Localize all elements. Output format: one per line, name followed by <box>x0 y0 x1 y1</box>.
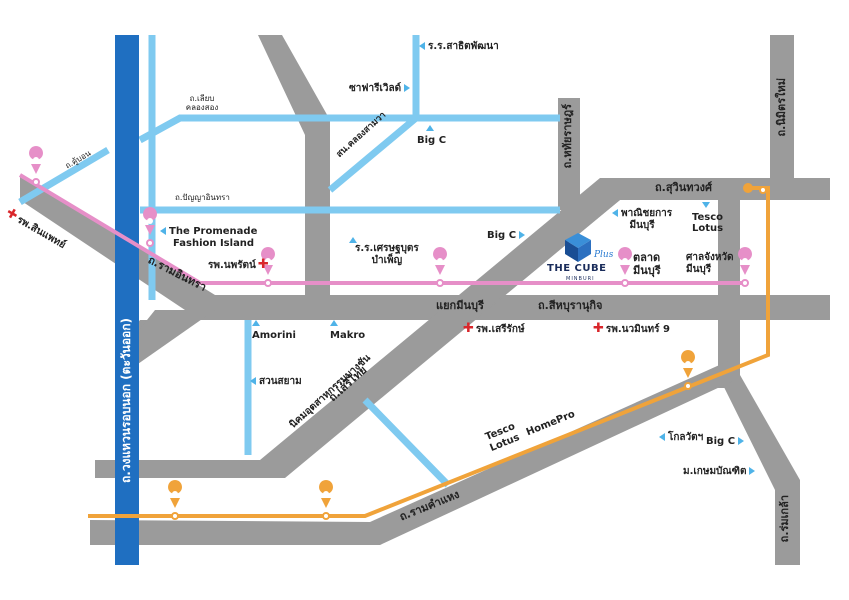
logo-plus: Plus <box>594 250 614 260</box>
pin-icon <box>319 480 334 508</box>
pin-icon <box>681 350 696 378</box>
station-terminus-icon <box>743 183 753 193</box>
logo-sub: MINBURI <box>566 276 595 282</box>
hospital-icon: ✚ <box>257 257 269 272</box>
place-global-house: โกลวัตฯ <box>659 432 703 444</box>
pin-icon <box>433 247 448 275</box>
road-chueam <box>138 114 560 144</box>
marker-icon <box>160 227 166 235</box>
road-label-chueam: ถ.เลียบ คลองสอง <box>185 94 219 113</box>
road-label-romklao: ถ.ร่มเกล้า <box>778 495 791 543</box>
marker-icon <box>659 433 665 441</box>
marker-icon <box>612 209 618 217</box>
road-romklao <box>718 375 800 565</box>
pin-icon <box>29 146 44 174</box>
the-cube-logo-icon <box>565 233 591 262</box>
road-label-sihaburanukit: ถ.สีหบุรานุกิจ <box>538 299 603 312</box>
orange-transit-line <box>88 186 770 520</box>
marker-icon <box>330 320 338 326</box>
place-hospital-nawamin: ✚รพ.นวมินทร์ 9 <box>593 321 670 336</box>
place-big-c-2: Big C <box>487 230 526 242</box>
marker-icon <box>252 320 260 326</box>
road-label-suwinthawong: ถ.สุวินทวงศ์ <box>655 181 713 194</box>
road-hathairat-upper <box>258 35 330 295</box>
pin-icon <box>143 207 158 235</box>
place-kasem-bundit: ม.เกษมบัณฑิต <box>683 466 756 478</box>
place-big-c-3: Big C <box>706 436 745 448</box>
place-suan-siam: สวนสยาม <box>250 376 302 388</box>
marker-icon <box>519 231 526 239</box>
road-label-nimitmai: ถ.นิมิตรใหม่ <box>775 78 788 137</box>
place-amorini: Amorini <box>252 318 296 341</box>
place-safari-world: ซาฟารีเวิลด์ <box>349 83 411 95</box>
hospital-icon: ✚ <box>463 321 474 336</box>
road-serithai-link <box>362 397 451 488</box>
road-ramkhamhaeng <box>90 358 735 545</box>
road-label-minburi-junction: แยกมีนบุรี <box>436 299 484 312</box>
marker-icon <box>749 467 756 475</box>
place-market-minburi: ตลาดมีนบุรี <box>633 251 661 277</box>
pin-icon <box>261 247 276 275</box>
road-label-expressway: ถ.วงแหวนรอบนอก (ตะวันออก) <box>119 318 133 483</box>
marker-icon <box>404 84 411 92</box>
logo-name: THE CUBE <box>547 263 607 274</box>
pin-icon <box>738 247 753 275</box>
marker-icon <box>738 437 745 445</box>
marker-icon <box>702 202 711 208</box>
orange-station-pins <box>168 183 753 508</box>
road-kubon <box>18 146 110 206</box>
hospital-icon: ✚ <box>593 321 604 336</box>
place-makro: Makro <box>330 318 365 341</box>
pin-icon <box>618 247 633 275</box>
expressway-outer-ring <box>115 35 139 565</box>
place-hospital-nopparat: รพ.นพรัตน์✚ <box>208 257 269 272</box>
marker-icon <box>426 125 435 131</box>
place-school-setthabut: ร.ร.เศรษฐบุตรบำเพ็ญ <box>349 237 419 266</box>
road-hathairat <box>558 98 580 210</box>
place-court-minburi: ศาลจังหวัดมีนบุรี <box>686 252 734 275</box>
place-hospital-serirak: ✚รพ.เสรีรักษ์ <box>463 321 525 336</box>
road-romklao-west <box>115 310 215 380</box>
marker-icon <box>419 42 425 50</box>
road-nimitmai <box>770 35 794 200</box>
road-label-panyaintra: ถ.ปัญญาอินทรา <box>175 193 230 202</box>
road-klongsamwa <box>327 115 419 193</box>
place-school-sarit: ร.ร.สาธิตพัฒนา <box>419 41 499 53</box>
road-label-hathairat: ถ.หทัยราษฎร์ <box>561 104 574 169</box>
place-commerce: พาณิชยการมีนบุรี <box>612 208 672 231</box>
marker-icon <box>349 237 357 243</box>
pink-station-pins <box>29 146 753 275</box>
place-big-c-1: Big C <box>417 123 446 146</box>
marker-icon <box>250 377 256 385</box>
pin-icon <box>168 480 183 508</box>
pink-transit-line <box>18 173 749 287</box>
